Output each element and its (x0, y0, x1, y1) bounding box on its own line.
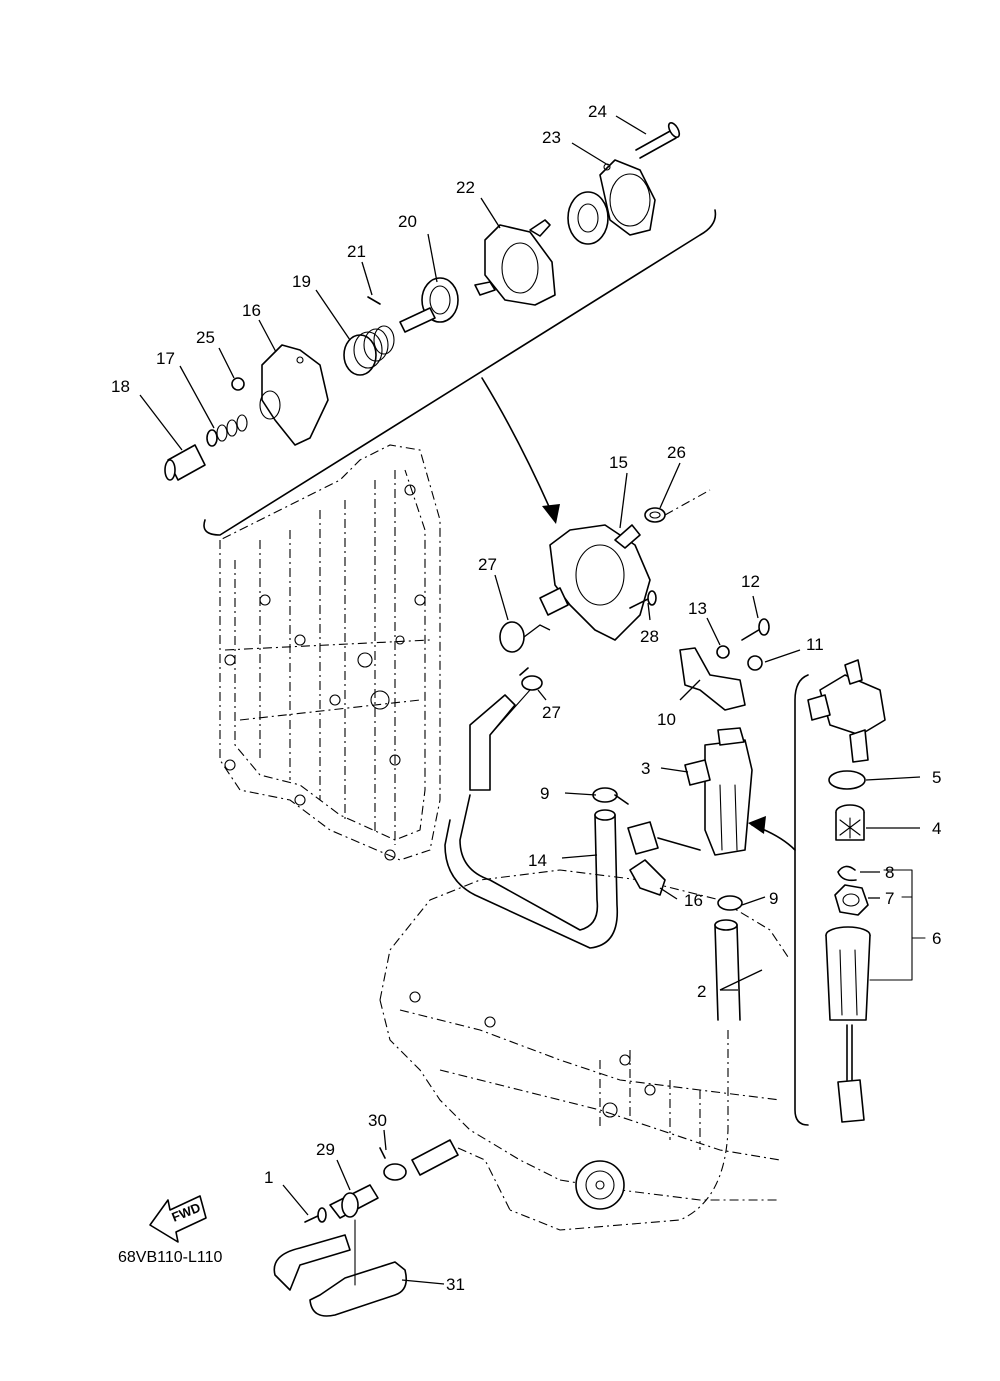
callout-24: 23 (542, 128, 561, 147)
callout-28: 27 (478, 555, 497, 574)
callout-2: 2 (697, 982, 706, 1001)
bracket-6-7-8 (869, 869, 913, 981)
callout-27-lower: 27 (542, 703, 561, 722)
callout-19: 18 (111, 377, 130, 396)
clip-9-upper-tab (614, 794, 629, 805)
callout-labels: 24 23 22 20 21 19 16 25 17 18 15 26 27 2… (111, 102, 941, 1294)
part-pin-22 (367, 296, 381, 305)
callout-26: 25 (196, 328, 215, 347)
part-fuel-pump-16 (539, 524, 651, 641)
diagram-code: 68VB110-L110 (118, 1249, 222, 1266)
callout-30: 29 (316, 1140, 335, 1159)
part-cover-24 (599, 159, 656, 236)
callout-16: 15 (609, 453, 628, 472)
hose-top-right (664, 489, 711, 516)
callout-9-upper: 9 (540, 784, 549, 803)
callout-3: 3 (641, 759, 650, 778)
callout-8: 8 (885, 863, 894, 882)
part-nut-26 (231, 377, 245, 391)
part-piston-21 (399, 277, 459, 333)
part-bolt-29 (629, 590, 657, 609)
lower-housing (379, 869, 791, 1210)
callout-32: 31 (446, 1275, 465, 1294)
part-bracket-17 (259, 344, 329, 446)
top-group-arrow (481, 377, 556, 521)
callout-13: 13 (688, 599, 707, 618)
part-filter-3 (684, 727, 753, 856)
callout-25: 24 (588, 102, 607, 121)
callout-12: 12 (741, 572, 760, 591)
part-o-ring-28 (499, 621, 525, 653)
part-cap-19 (164, 444, 206, 481)
callout-27-top: 26 (667, 443, 686, 462)
part-hose-31-line (411, 1139, 511, 1211)
leader-28-pump (523, 624, 551, 638)
callout-6: 6 (932, 929, 941, 948)
part-cover-32 (273, 1219, 408, 1317)
callout-1: 1 (264, 1168, 273, 1187)
part-o-ring-5 (828, 770, 866, 790)
part-clamp-15 (629, 859, 666, 896)
callout-10: 10 (657, 710, 676, 729)
part-hose-14 (444, 694, 619, 949)
callout-7: 7 (885, 889, 894, 908)
part-clip-8 (837, 865, 857, 882)
part-nut-11 (747, 655, 763, 671)
part-element-4 (835, 804, 865, 841)
part-bowl-6 (825, 926, 871, 1123)
engine-block (219, 444, 441, 861)
part-bolt-12 (741, 618, 770, 641)
callout-22: 21 (347, 242, 366, 261)
part-spring-20 (343, 325, 395, 376)
part-connector (627, 821, 701, 855)
callout-31: 30 (368, 1111, 387, 1130)
part-bracket-10 (679, 647, 746, 711)
callout-20: 19 (292, 272, 311, 291)
callout-14: 14 (528, 851, 547, 870)
callout-11: 11 (806, 635, 824, 654)
hose-2-hidden (509, 1030, 729, 1231)
callout-9-lower: 9 (769, 889, 778, 908)
filter-group-arrowhead (748, 816, 766, 834)
fwd-arrow-icon: FWD (149, 1195, 207, 1243)
callout-18: 17 (156, 349, 175, 368)
top-group-bracket (203, 209, 717, 536)
top-group-arrowhead (542, 504, 560, 524)
callout-21: 20 (398, 212, 417, 231)
part-filter-head (807, 659, 886, 763)
part-clip-31 (379, 1147, 407, 1181)
part-nut-7 (834, 884, 869, 916)
leader-lines (139, 115, 921, 1285)
part-pump-body-23 (474, 219, 556, 306)
leader-hose (489, 689, 531, 736)
part-clip-27-lower (519, 667, 543, 691)
part-diaphragm (567, 191, 609, 245)
callout-15: 16 (684, 891, 703, 910)
filter-group-bracket (794, 674, 809, 1126)
callout-23: 22 (456, 178, 475, 197)
part-clip-9-lower (717, 895, 743, 911)
callout-4: 4 (932, 819, 941, 838)
callout-29: 28 (640, 627, 659, 646)
callout-5: 5 (932, 768, 941, 787)
callout-17: 16 (242, 301, 261, 320)
part-clip-27-top (644, 507, 666, 523)
part-bolt-1 (304, 1207, 327, 1223)
part-hose-2 (714, 919, 741, 1021)
part-washer-13 (716, 645, 730, 659)
part-joint-30 (329, 1184, 379, 1219)
part-spring-18 (206, 414, 248, 447)
part-clip-9-upper (592, 787, 618, 803)
part-screw-25 (635, 121, 681, 159)
